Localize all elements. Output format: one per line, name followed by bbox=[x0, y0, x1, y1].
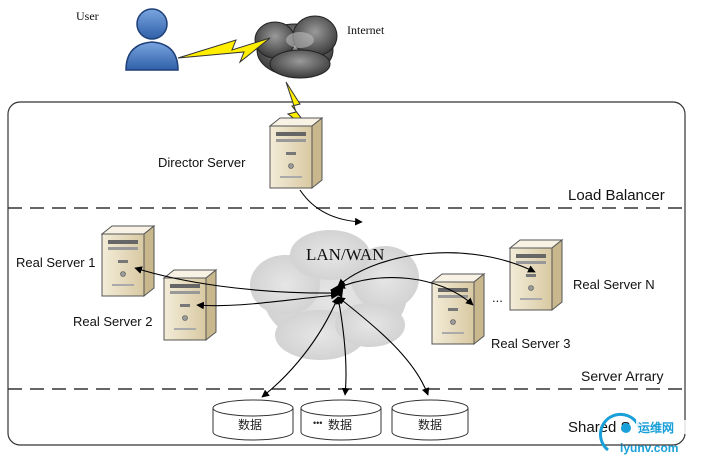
connection-lines bbox=[134, 189, 536, 398]
real-server-3-icon bbox=[431, 273, 485, 345]
database-3-icon bbox=[391, 399, 469, 441]
database-2-dots: ••• bbox=[313, 418, 322, 428]
shared-storage-label: Shared S bbox=[568, 419, 631, 436]
watermark-text-bottom: iyunv.com bbox=[620, 441, 678, 455]
database-2-icon bbox=[300, 399, 382, 441]
database-1-label: 数据 bbox=[238, 417, 262, 432]
system-frame bbox=[7, 101, 686, 446]
lightning-user-internet bbox=[177, 37, 271, 64]
database-1-icon bbox=[212, 399, 294, 441]
watermark-text-top: 运维网 bbox=[638, 420, 674, 435]
director-server-icon bbox=[269, 117, 323, 189]
database-3-label: 数据 bbox=[418, 417, 442, 432]
internet-label: Internet bbox=[347, 23, 385, 37]
real-server-1-label: Real Server 1 bbox=[16, 255, 95, 270]
real-server-2-label: Real Server 2 bbox=[73, 314, 152, 329]
load-balancer-label: Load Balancer bbox=[568, 187, 665, 204]
lan-wan-label: LAN/WAN bbox=[306, 245, 384, 264]
server-array-label: Server Arrary bbox=[581, 368, 663, 384]
hub-node bbox=[330, 282, 344, 298]
real-server-n-icon bbox=[509, 239, 563, 311]
database-2-label: 数据 bbox=[328, 417, 352, 432]
real-server-3-label: Real Server 3 bbox=[491, 336, 570, 351]
internet-cloud-icon bbox=[254, 15, 338, 79]
watermark-logo: 运维网 iyunv.com bbox=[598, 412, 690, 455]
real-server-1-icon bbox=[101, 225, 155, 297]
user-icon bbox=[125, 8, 179, 71]
user-label: User bbox=[76, 9, 99, 23]
real-server-n-label: Real Server N bbox=[573, 277, 655, 292]
director-server-label: Director Server bbox=[158, 155, 246, 170]
servers-ellipsis: ... bbox=[492, 290, 503, 305]
